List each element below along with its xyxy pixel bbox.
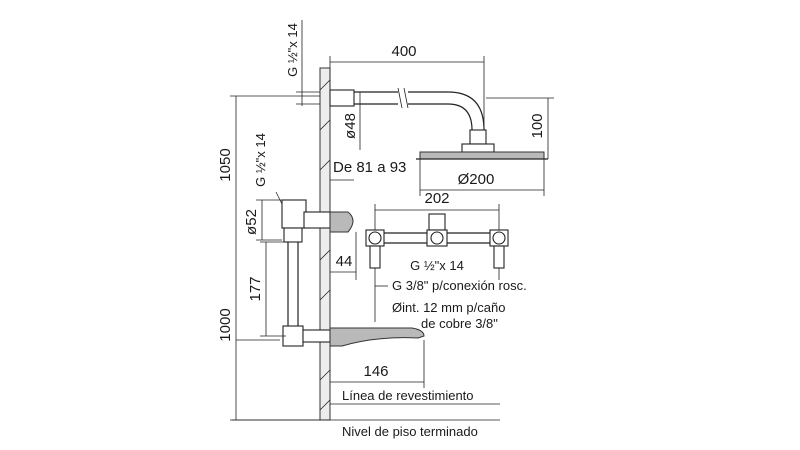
dim-mixer-width: 202: [424, 190, 449, 207]
dim-wall-depth: 44: [336, 253, 353, 270]
mixer-handle: [329, 211, 354, 233]
mixer-body: [281, 199, 331, 347]
label-floor-level: Nivel de piso terminado: [342, 424, 478, 439]
dim-spout-projection: 146: [363, 363, 388, 380]
dim-thread-left: G ½"x 14: [253, 133, 268, 187]
dim-pipe-line2: de cobre 3/8": [421, 316, 498, 331]
dim-pipe-line1: Øint. 12 mm p/caño: [392, 300, 505, 315]
label-finish-line: Línea de revestimiento: [342, 388, 474, 403]
dim-height-total: 1050: [217, 148, 234, 181]
dim-valve-spacing: 177: [247, 276, 264, 301]
dim-thread-38: G 3/8" p/conexión rosc.: [392, 278, 527, 293]
dim-height-spout: 1000: [217, 308, 234, 341]
dim-head-diameter: Ø200: [458, 171, 495, 188]
wall-hatching: [319, 79, 331, 411]
dim-arm-length: 400: [391, 43, 416, 60]
mixer-front-view: [365, 213, 509, 269]
dimension-lines: [230, 20, 554, 421]
dim-depth-range: De 81 a 93: [333, 159, 406, 176]
wall-section: [319, 67, 331, 421]
dim-thread-top: G ½"x 14: [285, 23, 300, 77]
dim-arm-diameter: ø48: [342, 113, 359, 139]
shower-head: [416, 143, 548, 160]
bath-spout: [329, 327, 425, 347]
dim-drop-height: 100: [529, 113, 546, 138]
dim-thread-bottom: G ½"x 14: [410, 258, 464, 273]
dim-body-diameter: ø52: [243, 209, 260, 235]
